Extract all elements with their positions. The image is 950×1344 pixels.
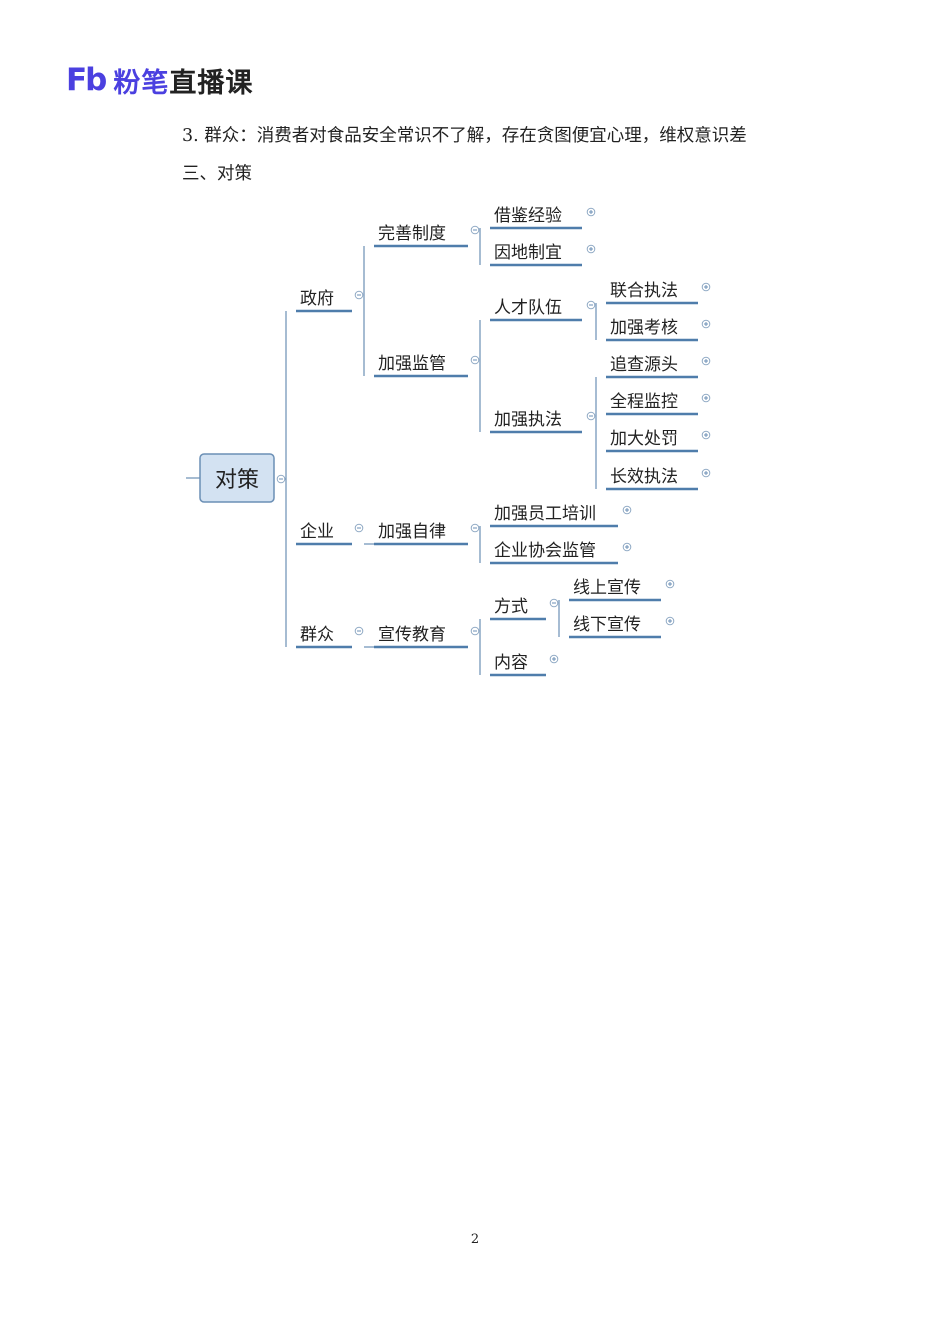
node-label: 加强考核 (610, 318, 678, 338)
node-label: 全程监控 (610, 392, 678, 412)
node-label: 加强监管 (378, 354, 446, 374)
node-label: 追查源头 (610, 355, 678, 375)
mindmap-node-gov-supervise[interactable]: 加强监管 (374, 354, 468, 378)
mindmap-node-pub-content-expand-icon[interactable] (549, 654, 559, 664)
mindmap-node-gov-enforce-penalty[interactable]: 加大处罚 (606, 429, 698, 453)
mindmap-node-pub-collapse-icon[interactable] (354, 626, 364, 636)
mindmap-node-ent-assoc[interactable]: 企业协会监管 (490, 541, 618, 565)
mindmap-node-gov-system[interactable]: 完善制度 (374, 224, 468, 248)
node-label: 线上宣传 (573, 578, 641, 598)
mindmap-node-gov-enforce[interactable]: 加强执法 (490, 410, 582, 434)
root-label: 对策 (215, 468, 259, 493)
mindmap-node-ent-train-expand-icon[interactable] (622, 505, 632, 515)
mindmap-node-gov-talent-joint-expand-icon[interactable] (701, 282, 711, 292)
mindmap-node-ent-train[interactable]: 加强员工培训 (490, 504, 618, 528)
mindmap-node-ent-self[interactable]: 加强自律 (374, 522, 468, 546)
mindmap-node-pub-mode[interactable]: 方式 (490, 597, 546, 621)
mindmap-node-gov-system-learn-expand-icon[interactable] (586, 207, 596, 217)
mindmap-node-gov-talent-collapse-icon[interactable] (586, 300, 596, 310)
node-label: 方式 (494, 597, 528, 617)
mindmap-node-gov-system-learn[interactable]: 借鉴经验 (490, 206, 582, 230)
node-label: 企业 (300, 522, 334, 542)
logo-brand: 粉笔 (113, 67, 170, 99)
mindmap-node-gov-system-local[interactable]: 因地制宜 (490, 243, 582, 267)
logo-mark: Fb (66, 62, 107, 98)
node-label: 完善制度 (378, 224, 446, 244)
mindmap-node-pub-mode-collapse-icon[interactable] (549, 598, 559, 608)
mindmap-node-pub-edu-collapse-icon[interactable] (470, 626, 480, 636)
mindmap-node-gov-enforce-long-expand-icon[interactable] (701, 468, 711, 478)
mindmap-node-gov-enforce-long[interactable]: 长效执法 (606, 467, 698, 491)
mindmap-node-gov-supervise-collapse-icon[interactable] (470, 355, 480, 365)
mindmap-node-gov-talent-joint[interactable]: 联合执法 (606, 281, 698, 305)
mindmap-node-ent[interactable]: 企业 (296, 522, 352, 546)
mindmap-node-gov-talent[interactable]: 人才队伍 (490, 298, 582, 322)
node-label: 政府 (300, 289, 334, 309)
node-label: 宣传教育 (378, 625, 446, 645)
mindmap-node-pub-edu[interactable]: 宣传教育 (374, 625, 468, 649)
mindmap-node-gov-talent-assess-expand-icon[interactable] (701, 319, 711, 329)
mindmap-node-ent-self-collapse-icon[interactable] (470, 523, 480, 533)
mindmap-node-gov-talent-assess[interactable]: 加强考核 (606, 318, 698, 342)
mindmap-node-gov-enforce-full-expand-icon[interactable] (701, 393, 711, 403)
mindmap-node-pub-content[interactable]: 内容 (490, 653, 546, 677)
mind-map-connectors (186, 228, 597, 675)
mindmap-node-gov[interactable]: 政府 (296, 289, 352, 313)
mindmap-node-ent-collapse-icon[interactable] (354, 523, 364, 533)
mindmap-node-gov-enforce-full[interactable]: 全程监控 (606, 392, 698, 416)
node-label: 内容 (494, 653, 528, 673)
node-label: 企业协会监管 (494, 541, 596, 561)
node-label: 借鉴经验 (494, 206, 562, 226)
page-number: 2 (470, 1232, 480, 1247)
mindmap-node-gov-enforce-collapse-icon[interactable] (586, 411, 596, 421)
node-label: 加强员工培训 (494, 504, 596, 524)
mindmap-node-gov-collapse-icon[interactable] (354, 290, 364, 300)
node-label: 因地制宜 (494, 243, 562, 263)
node-label: 联合执法 (610, 281, 678, 301)
node-label: 加强执法 (494, 410, 562, 430)
node-label: 线下宣传 (573, 615, 641, 635)
node-label: 人才队伍 (494, 298, 562, 318)
mindmap-node-gov-system-local-expand-icon[interactable] (586, 244, 596, 254)
mindmap-node-gov-enforce-source-expand-icon[interactable] (701, 356, 711, 366)
mindmap-node-gov-enforce-penalty-expand-icon[interactable] (701, 430, 711, 440)
fenbi-logo: Fb 粉笔直播课 (66, 61, 253, 100)
mindmap-root-node[interactable]: 对策 (199, 453, 275, 503)
mindmap-node-ent-assoc-expand-icon[interactable] (622, 542, 632, 552)
mindmap-node-pub-online-expand-icon[interactable] (665, 579, 675, 589)
logo-rest: 直播课 (169, 67, 254, 99)
mindmap-node-pub-offline[interactable]: 线下宣传 (569, 615, 661, 639)
mindmap-node-gov-enforce-source[interactable]: 追查源头 (606, 355, 698, 379)
mindmap-root-node-collapse-icon[interactable] (276, 474, 286, 484)
mindmap-node-pub-offline-expand-icon[interactable] (665, 616, 675, 626)
logo-text: 粉笔直播课 (113, 61, 253, 100)
paragraph-public-issue: 3. 群众：消费者对食品安全常识不了解，存在贪图便宜心理，维权意识差 (182, 126, 747, 146)
node-label: 长效执法 (610, 467, 678, 487)
section-heading-countermeasures: 三、对策 (182, 164, 252, 184)
node-label: 加强自律 (378, 522, 446, 542)
node-label: 加大处罚 (610, 429, 678, 449)
mindmap-node-pub-online[interactable]: 线上宣传 (569, 578, 661, 602)
mindmap-node-pub[interactable]: 群众 (296, 625, 352, 649)
mindmap-node-gov-system-collapse-icon[interactable] (470, 225, 480, 235)
node-label: 群众 (300, 625, 334, 645)
